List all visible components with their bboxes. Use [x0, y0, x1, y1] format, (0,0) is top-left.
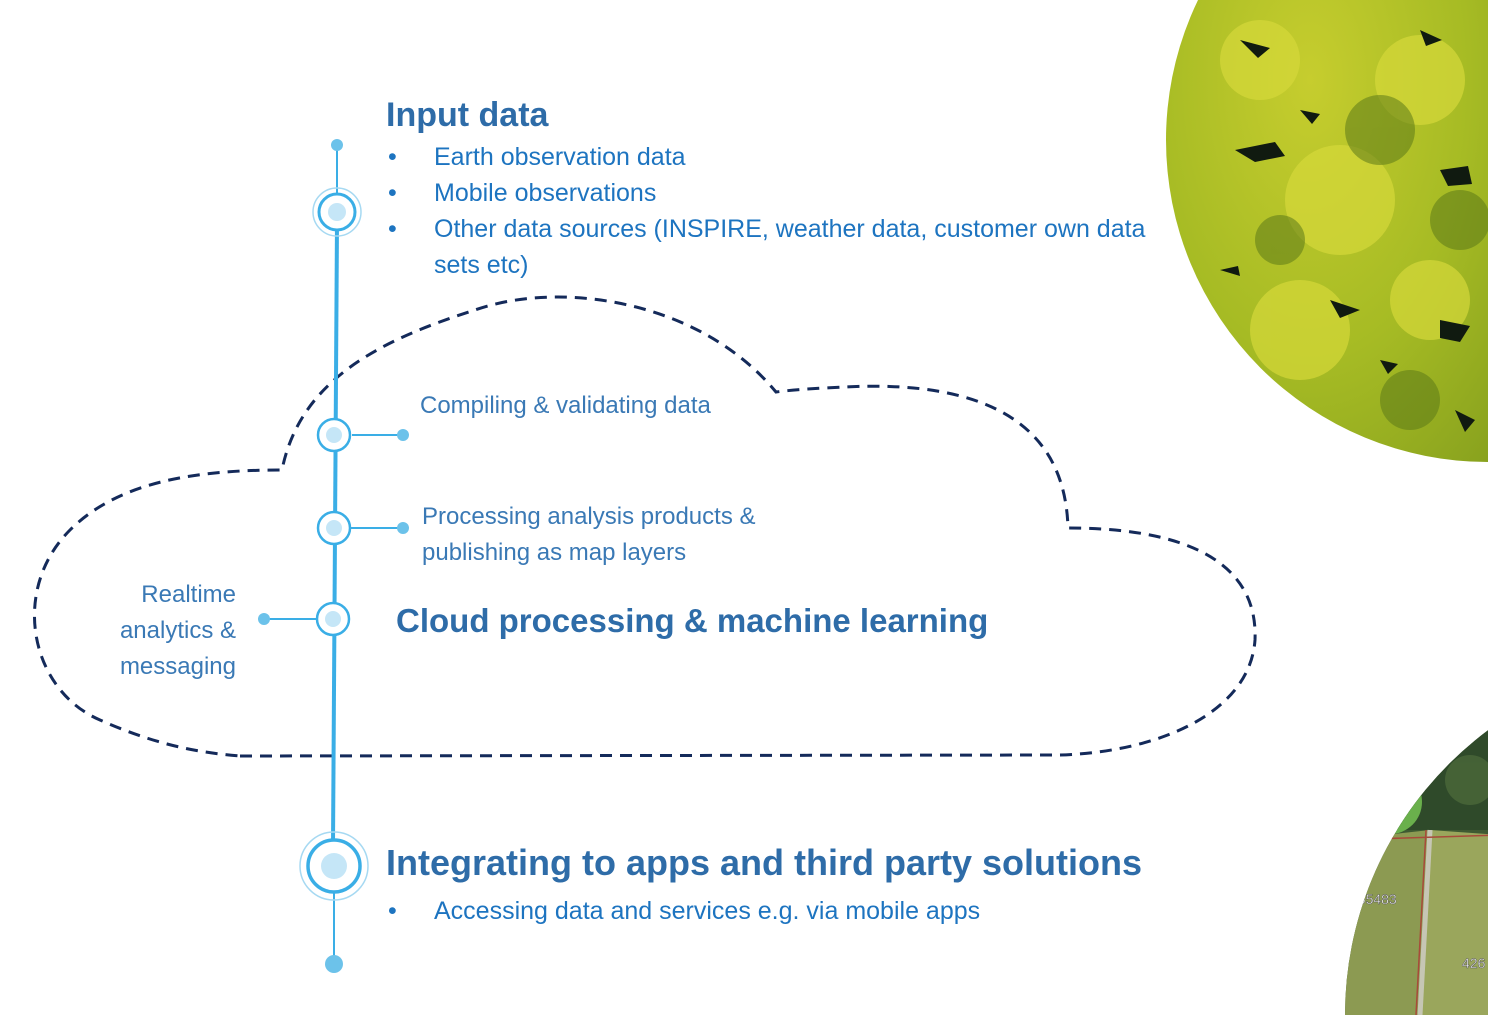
input-bullet-text: Mobile observations	[434, 179, 657, 207]
input-data-list: • Earth observation data • Mobile observ…	[386, 139, 1176, 283]
map-image-bottom: 665483 426	[1345, 660, 1488, 1015]
step-compiling-label: Compiling & validating data	[420, 392, 711, 419]
bullet-icon: •	[388, 897, 397, 925]
timeline-end-dot	[325, 955, 343, 973]
list-item: • Other data sources (INSPIRE, weather d…	[386, 211, 1176, 283]
node-processing	[316, 510, 409, 546]
node-integrating	[299, 831, 369, 901]
satellite-image-top	[1166, 0, 1488, 462]
integrating-list: • Accessing data and services e.g. via m…	[386, 893, 1166, 929]
bullet-icon: •	[388, 143, 397, 171]
list-item: • Mobile observations	[386, 175, 1176, 211]
bullet-icon: •	[388, 215, 397, 243]
timeline-start-dot	[331, 139, 343, 151]
step-realtime-label: Realtime analytics & messaging	[119, 581, 236, 680]
map-parcel-label: 665483	[1350, 891, 1397, 907]
pencil-icon[interactable]	[1358, 770, 1422, 834]
input-bullet-text: Other data sources (INSPIRE, weather dat…	[434, 215, 1146, 279]
node-realtime	[258, 601, 351, 637]
list-item: • Accessing data and services e.g. via m…	[386, 893, 1166, 929]
step-processing-label: Processing analysis products & publishin…	[422, 503, 756, 566]
node-input-data	[312, 187, 362, 237]
bullet-icon: •	[388, 179, 397, 207]
integrating-heading: Integrating to apps and third party solu…	[386, 842, 1143, 883]
cloud-outline	[32, 295, 1257, 758]
node-compiling	[316, 417, 409, 453]
input-data-heading: Input data	[386, 96, 549, 134]
cloud-heading: Cloud processing & machine learning	[396, 602, 989, 639]
list-item: • Earth observation data	[386, 139, 1176, 175]
map-parcel-label-partial: 426	[1462, 955, 1486, 971]
integrating-bullet-text: Accessing data and services e.g. via mob…	[434, 897, 981, 925]
input-bullet-text: Earth observation data	[434, 143, 686, 171]
